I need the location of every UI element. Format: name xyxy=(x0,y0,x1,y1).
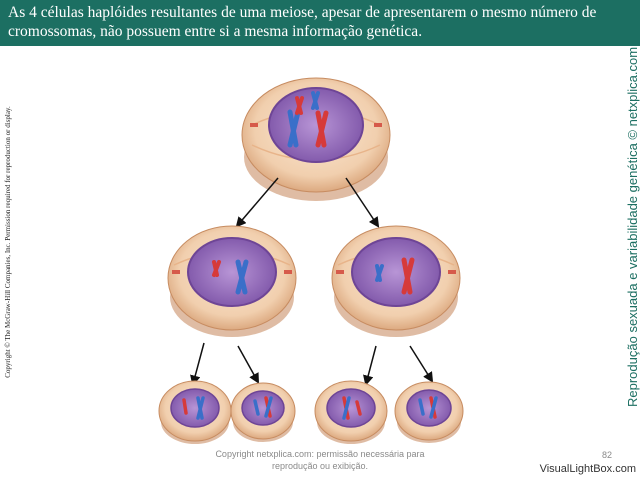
gamete-cell-3 xyxy=(314,380,388,444)
arrow-bottom-1 xyxy=(190,342,205,387)
parent-cell xyxy=(241,77,391,201)
chromosome-blue-small xyxy=(311,91,320,110)
chromosome-red xyxy=(315,110,329,148)
chromosome-blue xyxy=(287,109,301,148)
arrow-left-1 xyxy=(235,177,279,228)
gamete-cell-4 xyxy=(394,381,464,443)
arrow-bottom-2 xyxy=(237,345,260,384)
gamete-cell-2 xyxy=(230,382,296,442)
chromosome-red-small xyxy=(295,96,304,115)
watermark: VisualLightBox.com xyxy=(539,463,636,475)
arrow-right-1 xyxy=(345,177,380,228)
daughter-cell-left xyxy=(167,225,297,337)
arrow-bottom-4 xyxy=(409,345,434,383)
header-text: As 4 células haplóides resultantes de um… xyxy=(8,4,597,40)
footer-copyright: Copyright netxplica.com: permissão neces… xyxy=(215,449,425,471)
header-banner: As 4 células haplóides resultantes de um… xyxy=(0,0,640,46)
gamete-cell-1 xyxy=(158,380,232,444)
page-number: 82 xyxy=(601,450,612,460)
daughter-cell-right xyxy=(331,225,461,337)
arrow-bottom-3 xyxy=(363,345,377,387)
